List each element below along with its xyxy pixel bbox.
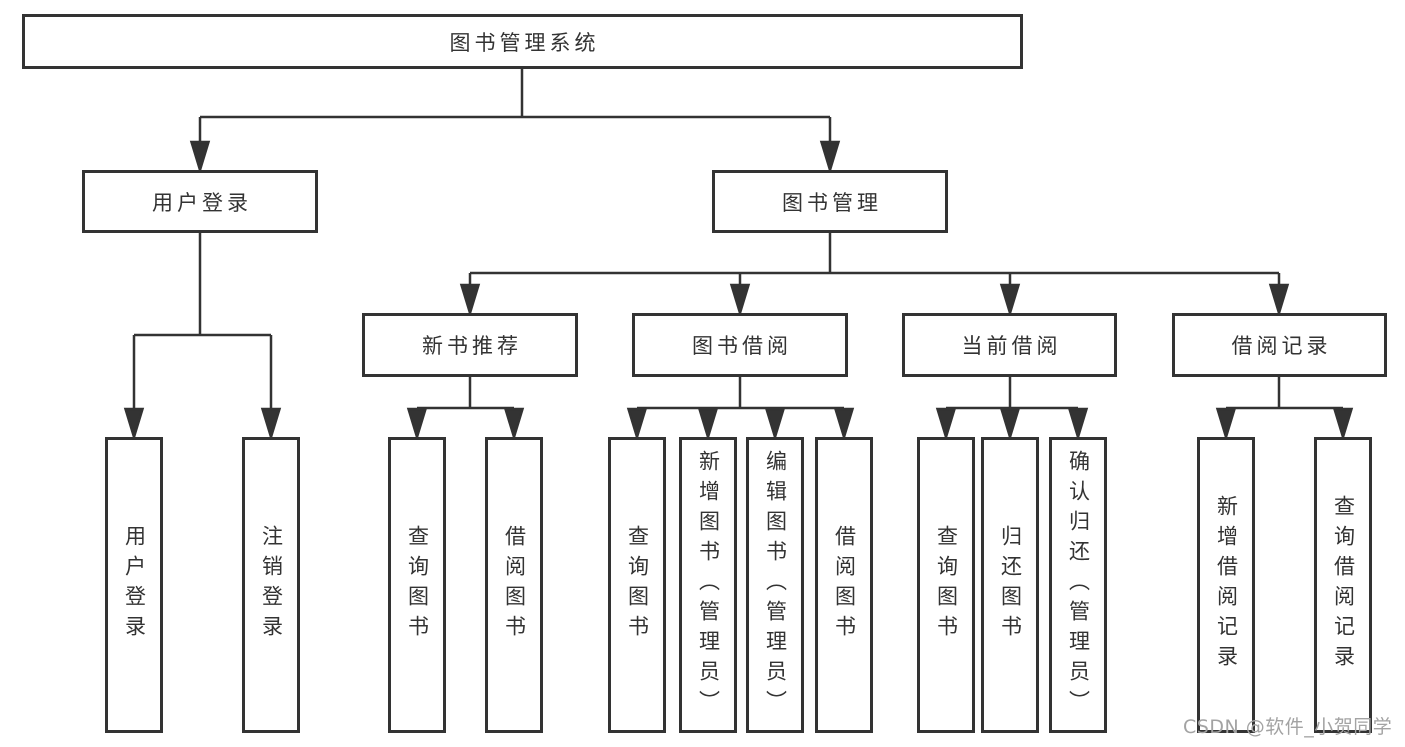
leaf-query-borrow-record: 查询借阅记录 bbox=[1314, 437, 1372, 733]
leaf-logout: 注销登录 bbox=[242, 437, 300, 733]
connector-borrowrecords-children bbox=[1215, 377, 1354, 442]
node-new-book-recommend: 新书推荐 bbox=[362, 313, 578, 377]
connector-bookmgmt-to-level3 bbox=[459, 233, 1290, 318]
connector-newbookrec-children bbox=[406, 377, 525, 442]
leaf-confirm-return-admin: 确认归还（管理员） bbox=[1049, 437, 1107, 733]
leaf-query-books-borrowing: 查询图书 bbox=[608, 437, 666, 733]
connector-currentborrow-children bbox=[935, 377, 1089, 442]
leaf-add-book-admin: 新增图书（管理员） bbox=[679, 437, 737, 733]
node-book-borrowing: 图书借阅 bbox=[632, 313, 848, 377]
leaf-query-books-current: 查询图书 bbox=[917, 437, 975, 733]
leaf-borrow-books-recommend: 借阅图书 bbox=[485, 437, 543, 733]
node-current-borrowing: 当前借阅 bbox=[902, 313, 1117, 377]
csdn-watermark: CSDN @软件_小贺同学 bbox=[1183, 716, 1393, 738]
leaf-query-books-recommend: 查询图书 bbox=[388, 437, 446, 733]
node-root-system: 图书管理系统 bbox=[22, 14, 1023, 69]
node-user-login: 用户登录 bbox=[82, 170, 318, 233]
leaf-user-login: 用户登录 bbox=[105, 437, 163, 733]
node-borrowing-records: 借阅记录 bbox=[1172, 313, 1387, 377]
leaf-add-borrow-record: 新增借阅记录 bbox=[1197, 437, 1255, 733]
leaf-return-book: 归还图书 bbox=[981, 437, 1039, 733]
connector-bookborrow-children bbox=[626, 377, 855, 442]
node-book-management: 图书管理 bbox=[712, 170, 948, 233]
connector-userlogin-children bbox=[123, 233, 282, 442]
leaf-borrow-books: 借阅图书 bbox=[815, 437, 873, 733]
connector-root-to-level2 bbox=[189, 69, 841, 175]
leaf-edit-book-admin: 编辑图书（管理员） bbox=[746, 437, 804, 733]
